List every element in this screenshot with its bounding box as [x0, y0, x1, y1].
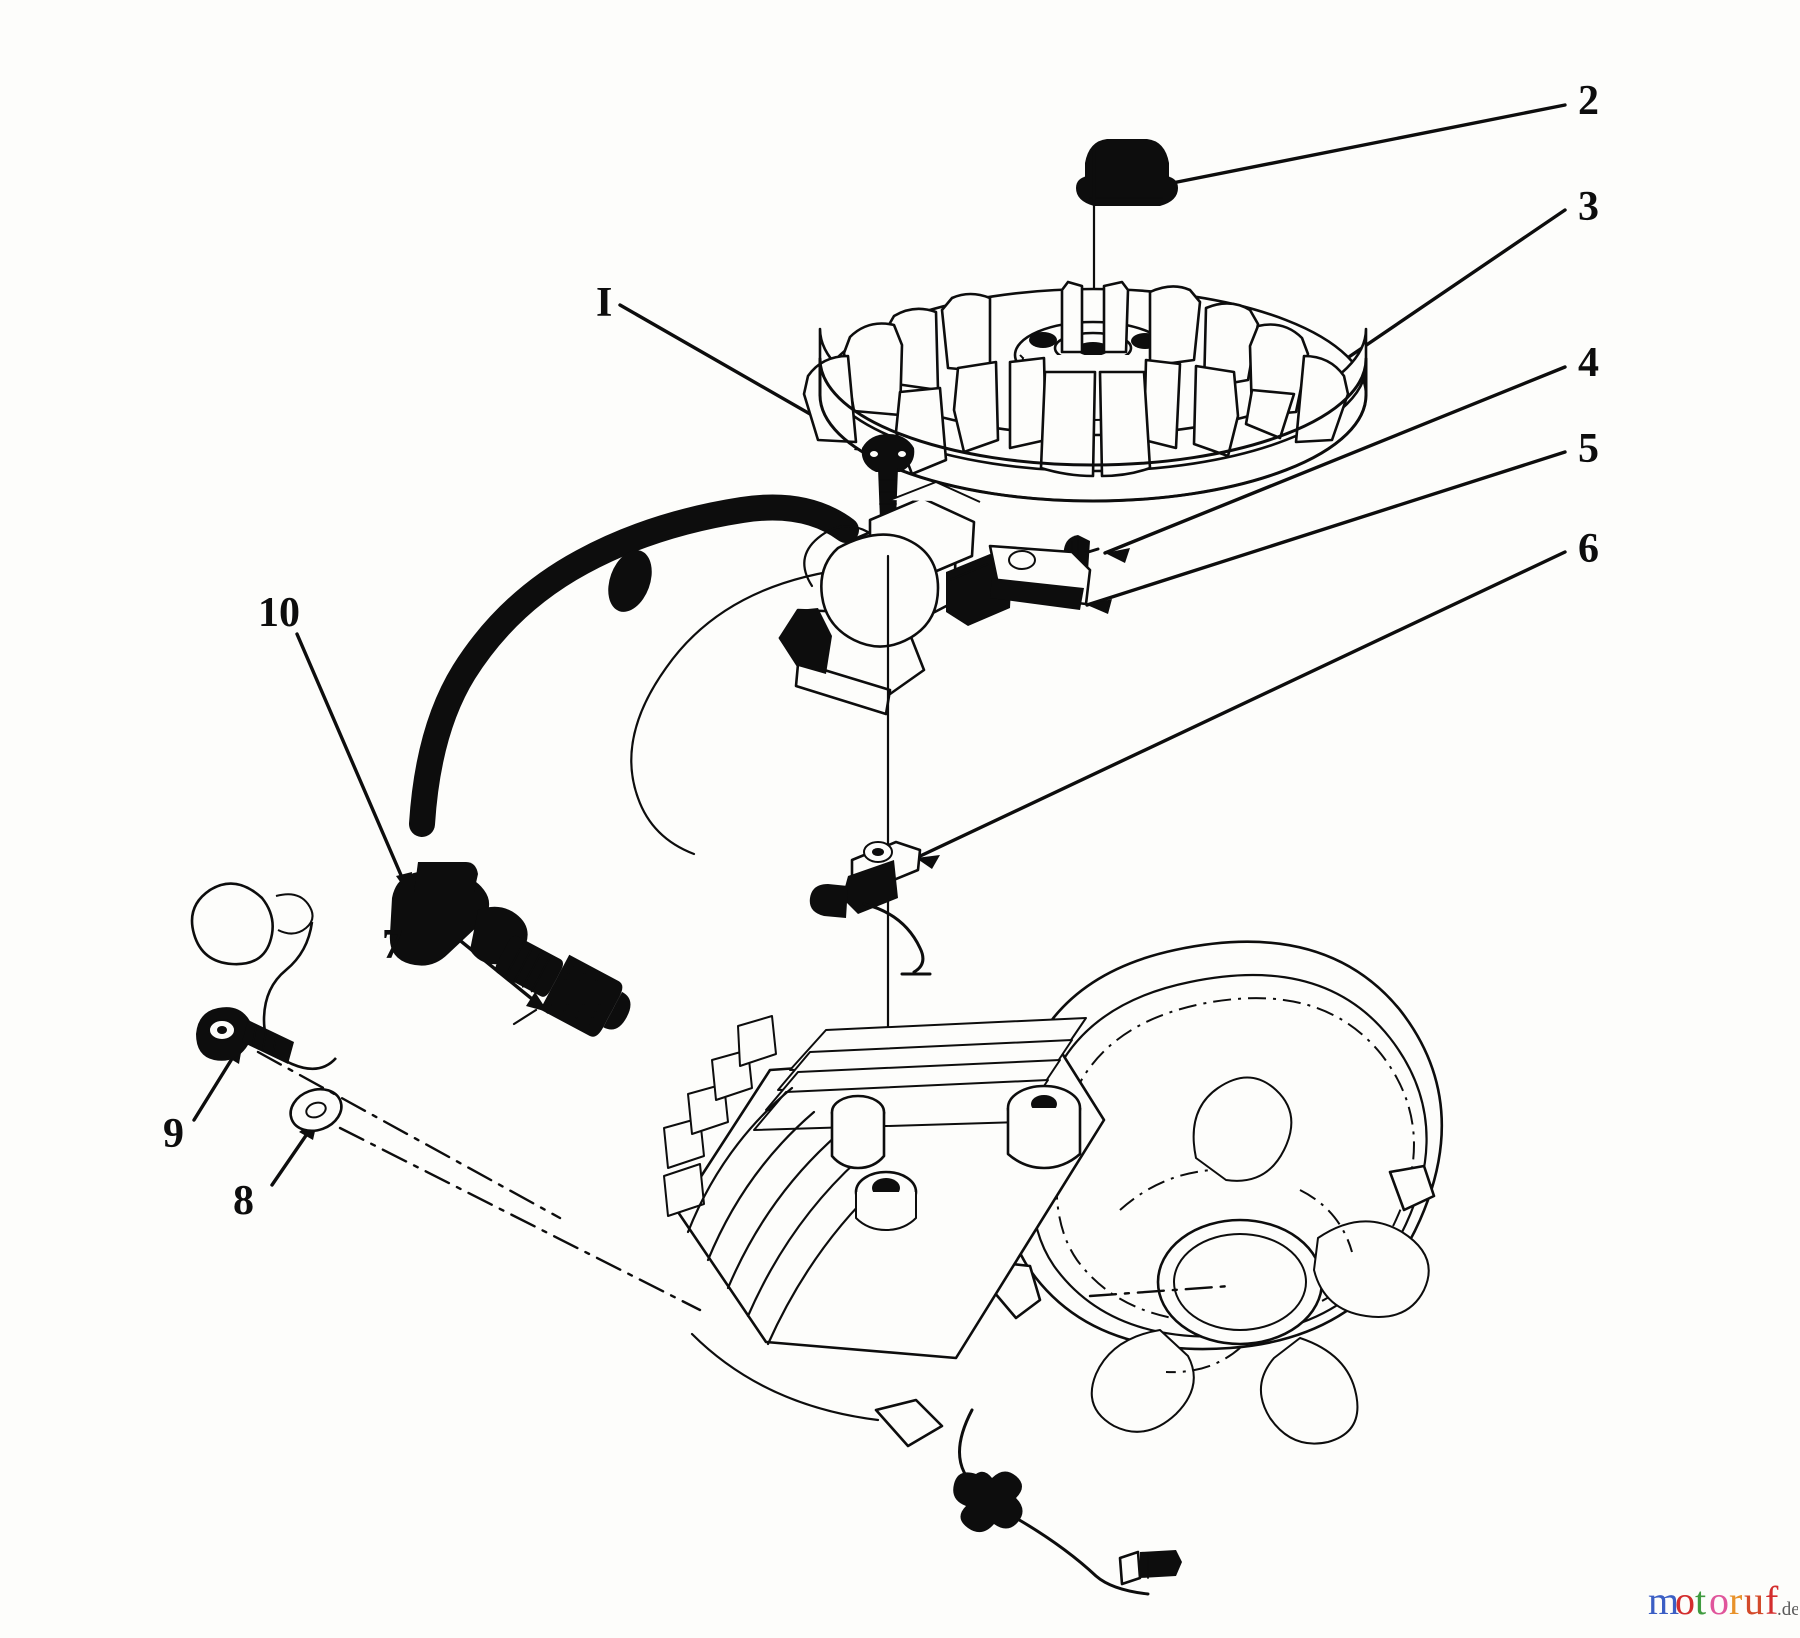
callout-3: 3 — [1578, 184, 1599, 230]
clamp-screw — [196, 1007, 294, 1064]
cylinder-mount-lug — [874, 1398, 944, 1448]
wm-letter-1: o — [1675, 1578, 1695, 1623]
clip-left-lug — [809, 884, 848, 918]
crankcase-cover — [992, 940, 1444, 1445]
clip-spring — [862, 902, 925, 974]
ht-cable-ferrule — [608, 550, 652, 612]
cylinder-skirt — [690, 1332, 880, 1422]
crankcase-post-right — [1006, 1084, 1082, 1170]
construction-lines — [256, 1050, 1232, 1312]
clamp-stem — [262, 921, 337, 1071]
crank-hub-inner — [1173, 1233, 1307, 1331]
flywheel — [802, 148, 1368, 503]
crankcase-rib-3 — [1313, 1220, 1430, 1318]
flywheel-front-arc — [818, 393, 1368, 503]
motoruf-watermark: m o t o r u f .de — [1648, 1578, 1798, 1623]
callout-7: 7 — [382, 922, 403, 968]
clamp-triangle-loop — [190, 882, 274, 966]
callout-2: 2 — [1578, 78, 1599, 124]
coil-mount-hole — [1008, 550, 1036, 570]
wm-suffix: .de — [1777, 1599, 1798, 1620]
wm-letter-4: r — [1729, 1578, 1742, 1623]
coil-bobbin — [820, 533, 940, 648]
flywheel-top-arc — [818, 357, 1368, 467]
coil-left-wedge — [780, 608, 832, 674]
flywheel-nut — [1076, 139, 1178, 206]
leader-6-arrow — [916, 855, 940, 869]
ignition-coil — [778, 481, 1092, 716]
leader-2 — [1125, 103, 1567, 194]
callout-9: 9 — [163, 1111, 184, 1157]
wm-letter-2: t — [1695, 1578, 1706, 1623]
cylinder-head — [663, 1015, 1106, 1448]
coil-terminal-edge — [949, 563, 989, 581]
callout-4: 4 — [1578, 340, 1599, 386]
flywheel-bolt — [861, 434, 915, 558]
leader-4-arrow — [1105, 548, 1130, 563]
crankcase-rib-1 — [1090, 1329, 1195, 1433]
cooling-fins-left — [663, 1015, 777, 1217]
dash-clamp-to-block — [338, 1126, 702, 1312]
clamp-eyelet-hole — [305, 1101, 327, 1119]
callout-1: I — [596, 280, 613, 326]
clamp-coil — [275, 893, 314, 935]
dash-screw-to-block — [256, 1050, 562, 1220]
leader-10 — [295, 632, 412, 898]
flywheel-fan-blades-front — [802, 322, 1350, 478]
leader-5 — [1085, 450, 1567, 607]
leader-6 — [914, 550, 1567, 860]
wm-letter-5: u — [1744, 1578, 1764, 1623]
coil-wire-loop — [803, 525, 870, 588]
callout-10: 10 — [258, 590, 300, 636]
callout-6: 6 — [1578, 526, 1599, 572]
crankcase-rib-4 — [1192, 1076, 1293, 1182]
wire-grommet — [953, 1471, 1023, 1533]
high-tension-lead — [409, 494, 859, 856]
crankcase-notch-right — [1388, 1164, 1436, 1212]
kill-switch-wire — [953, 1408, 1182, 1596]
ht-cable — [409, 494, 859, 837]
dash-hub — [1088, 1284, 1232, 1298]
callout-8: 8 — [233, 1178, 254, 1224]
wire-clamp — [190, 882, 343, 1133]
leader-5-arrow — [1087, 599, 1112, 614]
crankcase-detail-dash — [1119, 1169, 1353, 1374]
callout-5: 5 — [1578, 426, 1599, 472]
crankcase-rib-2 — [1259, 1337, 1359, 1445]
crankcase-rim-2 — [1055, 997, 1415, 1324]
cylinder-bolt-boss — [854, 1170, 918, 1231]
ground-wire-clip — [809, 840, 932, 976]
wm-letter-3: o — [1709, 1578, 1729, 1623]
leader-4 — [1103, 365, 1567, 555]
spark-plug — [495, 935, 631, 1037]
cooling-fins-top — [753, 1017, 1087, 1131]
wm-letter-6: f — [1765, 1578, 1779, 1623]
engine-block — [663, 940, 1444, 1448]
spade-terminal — [1118, 1550, 1182, 1586]
wm-letter-0: m — [1648, 1578, 1679, 1623]
clip-hole-inner — [872, 848, 884, 856]
leader-3 — [1338, 208, 1567, 365]
coil-top-ridge — [889, 481, 981, 503]
crankcase-rim-1 — [1030, 973, 1428, 1338]
clip-body — [842, 860, 898, 914]
ground-wire — [630, 566, 858, 856]
coil-mount-ear-shadow — [990, 578, 1084, 610]
cylinder-post — [830, 1094, 886, 1170]
